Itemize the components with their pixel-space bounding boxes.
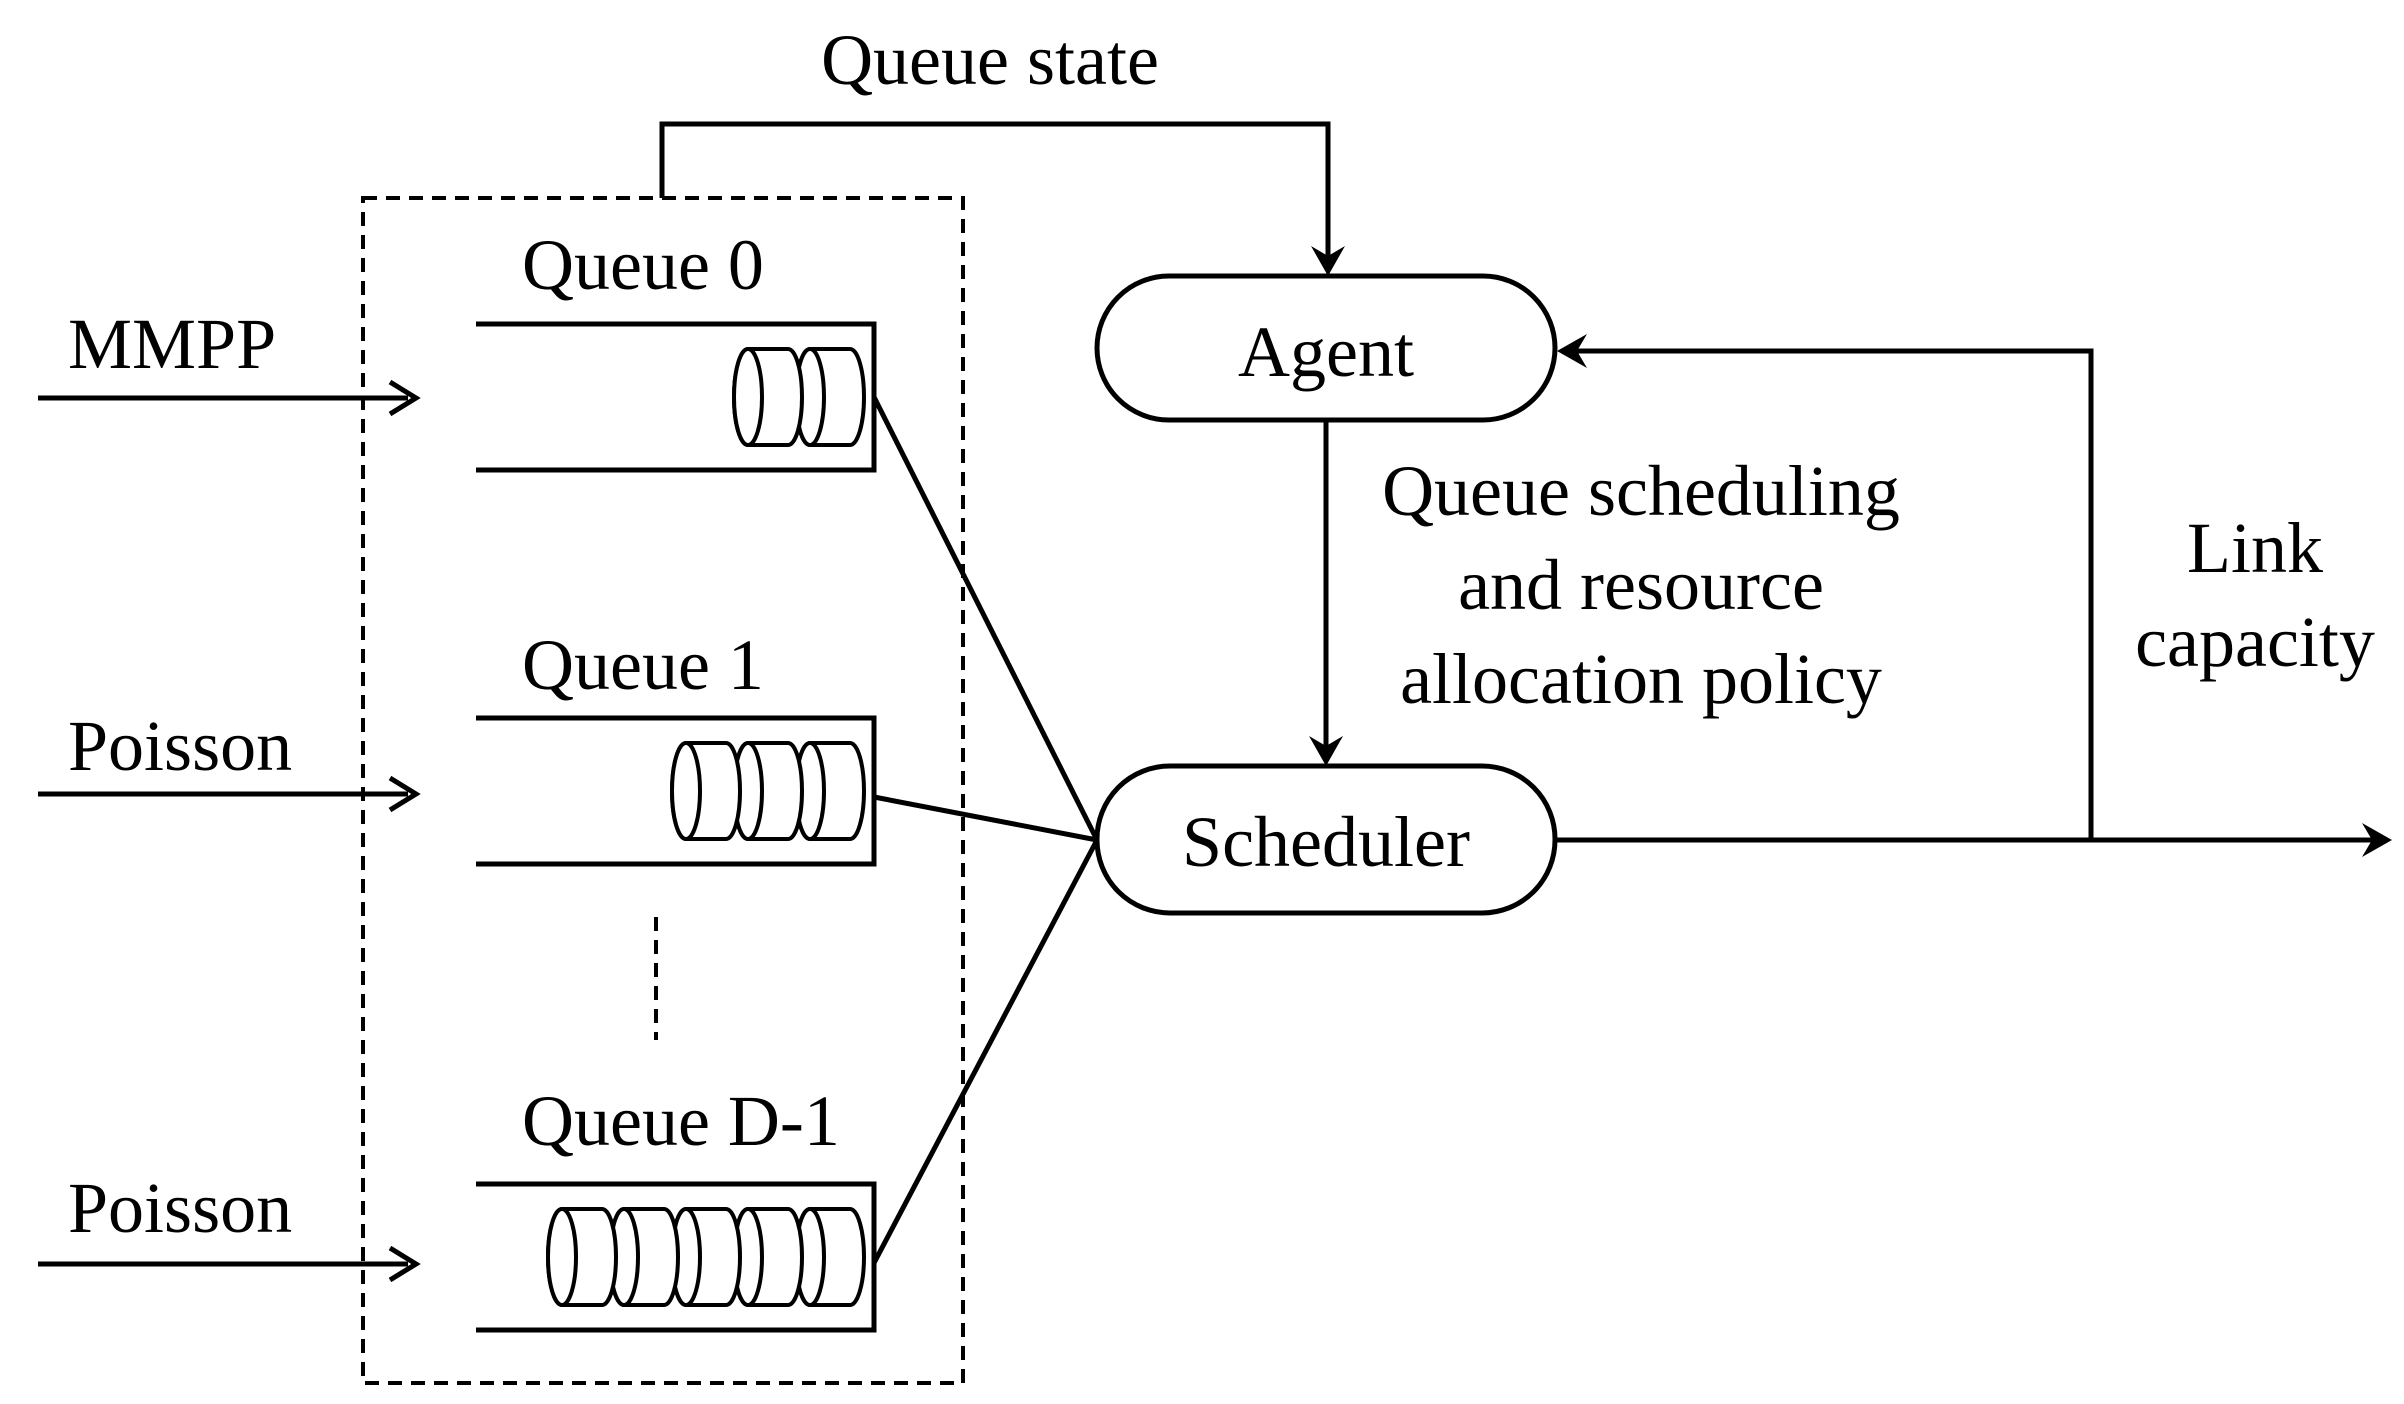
queue-0: Queue 0 MMPP (38, 225, 877, 473)
queue-d-1-buffer (476, 1181, 877, 1333)
queue-d-1-packets (546, 1207, 866, 1307)
packet-cap (546, 1207, 578, 1307)
queue-state-label: Queue state (821, 20, 1159, 100)
link-capacity-arrowhead (1557, 334, 1587, 368)
queue-d-1-input-arrowhead (388, 1245, 421, 1283)
agent-label: Agent (1238, 312, 1414, 392)
packet-cap (670, 741, 702, 841)
link-capacity-connector (1575, 348, 2094, 840)
packet-cap (732, 347, 764, 447)
queue-d-1-label: Queue D-1 (522, 1081, 840, 1161)
queue-1-to-scheduler (873, 794, 1098, 843)
queue-0-packets (732, 347, 866, 447)
queue-0-source-label: MMPP (68, 304, 276, 384)
queue-d-1-to-scheduler (871, 838, 1100, 1265)
queue-d-1: Queue D-1 Poisson (38, 1081, 877, 1333)
link-capacity-label-line2: capacity (2135, 602, 2375, 682)
queue-0-label: Queue 0 (522, 225, 764, 305)
scheduler-label: Scheduler (1182, 802, 1470, 882)
queue-1-input-arrowhead (388, 775, 421, 813)
queue-1-buffer (476, 715, 877, 867)
output-arrowhead (2362, 823, 2392, 857)
queue-1-source-label: Poisson (68, 706, 292, 786)
queue-state-arrowhead (1311, 246, 1345, 276)
queue-d-1-source-label: Poisson (68, 1168, 292, 1248)
queue-0-to-scheduler (871, 395, 1100, 842)
policy-label-line1: Queue scheduling (1382, 451, 1900, 531)
link-capacity-label-line1: Link (2187, 508, 2323, 588)
policy-arrowhead (1309, 736, 1343, 766)
queue-state-connector (659, 121, 1331, 262)
queue-1-label: Queue 1 (522, 625, 764, 705)
queue-0-input-arrowhead (388, 379, 421, 417)
queue-1-packets (670, 741, 866, 841)
queue-1: Queue 1 Poisson (38, 625, 877, 867)
policy-label-line2: and resource (1458, 545, 1824, 625)
policy-label-line3: allocation policy (1400, 639, 1882, 719)
